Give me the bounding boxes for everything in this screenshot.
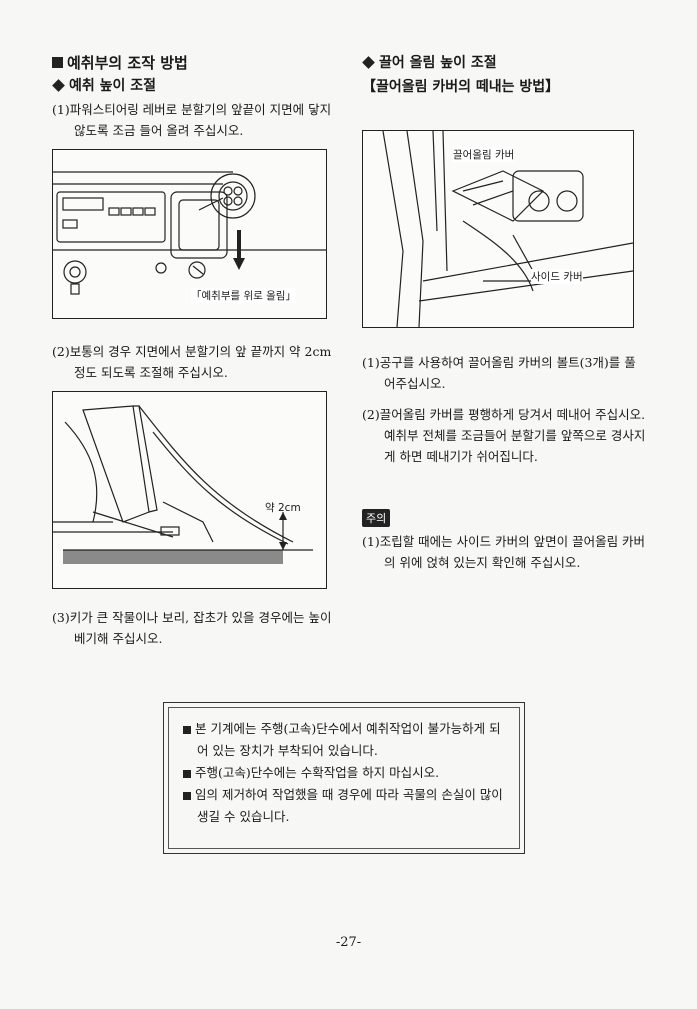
notice-1-text: (1)조립할 때에는 사이드 카버의 앞면이 끌어올림 카버의 위에 얹혀 있는… bbox=[362, 534, 646, 570]
sub-title-text: 예취 높이 조절 bbox=[69, 78, 157, 94]
square-bullet-icon bbox=[52, 57, 63, 68]
figure-control-panel: 「예취부를 위로 올림」 bbox=[52, 149, 327, 319]
page-number: -27- bbox=[335, 935, 362, 950]
figure-divider-height: 약 2cm bbox=[52, 391, 327, 589]
square-bullet-icon bbox=[183, 725, 191, 734]
diamond-bullet-icon bbox=[362, 55, 375, 69]
section-title-text: 예취부의 조작 방법 bbox=[67, 54, 188, 72]
square-bullet-icon bbox=[183, 769, 191, 778]
warning-item-text: 주행(고속)단수에는 수확작업을 하지 마십시오. bbox=[195, 765, 440, 780]
warning-box: 본 기계에는 주행(고속)단수에서 예취작업이 불가능하게 되어 있는 장치가 … bbox=[163, 702, 525, 854]
lifting-cover-illustration bbox=[382, 130, 634, 328]
diamond-bullet-icon bbox=[52, 78, 65, 92]
right-column: 끌어 올림 높이 조절 【끌어올림 카버의 떼내는 방법】 bbox=[362, 52, 647, 573]
warning-item-text: 본 기계에는 주행(고속)단수에서 예취작업이 불가능하게 되어 있는 장치가 … bbox=[195, 721, 501, 758]
warning-item: 본 기계에는 주행(고속)단수에서 예취작업이 불가능하게 되어 있는 장치가 … bbox=[183, 718, 505, 762]
square-bullet-icon bbox=[183, 791, 191, 800]
bracket-title: 【끌어올림 카버의 떼내는 방법】 bbox=[362, 79, 560, 95]
section-title: 예취부의 조작 방법 bbox=[52, 52, 332, 73]
step-3-text: (3)키가 큰 작물이나 보리, 잡초가 있을 경우에는 높이 베기해 주십시오… bbox=[52, 610, 332, 646]
right-step-2-text: (2)끌어올림 카버를 평행하게 당겨서 떼내어 주십시오. 예취부 전체를 조… bbox=[362, 407, 646, 464]
sub-title-cutting-height: 예취 높이 조절 bbox=[52, 75, 332, 95]
divider-height-illustration bbox=[53, 405, 313, 564]
right-step-1-text: (1)공구를 사용하여 끌어올림 카버의 볼트(3개)를 풀어주십시오. bbox=[362, 355, 636, 391]
left-column: 예취부의 조작 방법 예취 높이 조절 (1)파워스티어링 레버로 분할기의 앞… bbox=[52, 52, 332, 649]
notice-heading: 주의 bbox=[362, 507, 647, 527]
notice-tag: 주의 bbox=[362, 509, 391, 527]
warning-item-text: 임의 제거하여 작업했을 때 경우에 따라 곡물의 손실이 많이 생길 수 있습… bbox=[195, 787, 503, 824]
figure-3-label-top: 끌어올림 카버 bbox=[453, 147, 515, 162]
figure-lifting-cover: 끌어올림 카버 사이드 카버 bbox=[362, 130, 634, 328]
figure-3-label-side: 사이드 카버 bbox=[531, 269, 583, 284]
figure-1-label: 「예취부를 위로 올림」 bbox=[191, 288, 296, 303]
step-2-text: (2)보통의 경우 지면에서 분할기의 앞 끝까지 약 2cm 정도 되도록 조… bbox=[52, 344, 332, 380]
warning-box-inner: 본 기계에는 주행(고속)단수에서 예취작업이 불가능하게 되어 있는 장치가 … bbox=[168, 707, 520, 849]
control-panel-illustration bbox=[53, 171, 326, 295]
warning-item: 주행(고속)단수에는 수확작업을 하지 마십시오. bbox=[183, 762, 505, 784]
step-1-text: (1)파워스티어링 레버로 분할기의 앞끝이 지면에 닿지 않도록 조금 들어 … bbox=[52, 102, 332, 138]
warning-item: 임의 제거하여 작업했을 때 경우에 따라 곡물의 손실이 많이 생길 수 있습… bbox=[183, 784, 505, 828]
figure-2-label: 약 2cm bbox=[265, 502, 301, 514]
sub-title-lifting-height: 끌어 올림 높이 조절 bbox=[362, 52, 647, 72]
sub-title-text: 끌어 올림 높이 조절 bbox=[379, 55, 497, 71]
